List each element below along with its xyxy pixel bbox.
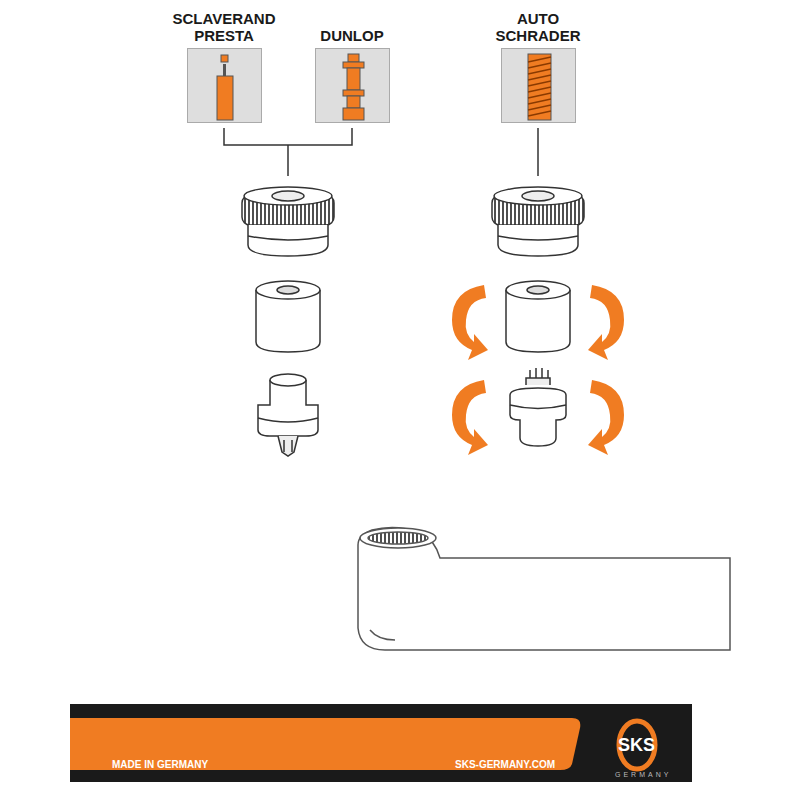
valve-type: DUNLOP <box>297 27 407 123</box>
brand-logo: SKS <box>618 735 655 756</box>
valve-icon <box>315 48 390 123</box>
made-in-note: MADE IN GERMANY <box>112 759 208 770</box>
valve-heading: DUNLOP <box>297 27 407 44</box>
valve-icon-drawing <box>316 49 391 124</box>
valve-heading: AUTO SCHRADER <box>483 10 593 44</box>
valve-icon-drawing <box>502 49 577 124</box>
valve-type: AUTO SCHRADER <box>483 10 593 123</box>
valve-heading: SCLAVERAND PRESTA <box>169 10 279 44</box>
brand-band <box>70 704 692 782</box>
cap <box>242 187 584 256</box>
valve-type: SCLAVERAND PRESTA <box>169 10 279 123</box>
pump-lever <box>358 527 730 650</box>
web-address: SKS-GERMANY.COM <box>455 759 555 770</box>
bracket <box>224 128 538 176</box>
rubber-seal <box>256 281 570 352</box>
valve-icon <box>187 48 262 123</box>
brand-subline: GERMANY <box>615 771 671 778</box>
valve-icon-drawing <box>188 49 263 124</box>
valve-icon <box>501 48 576 123</box>
valve-insert <box>258 368 566 456</box>
rotation-arrow <box>452 285 624 455</box>
